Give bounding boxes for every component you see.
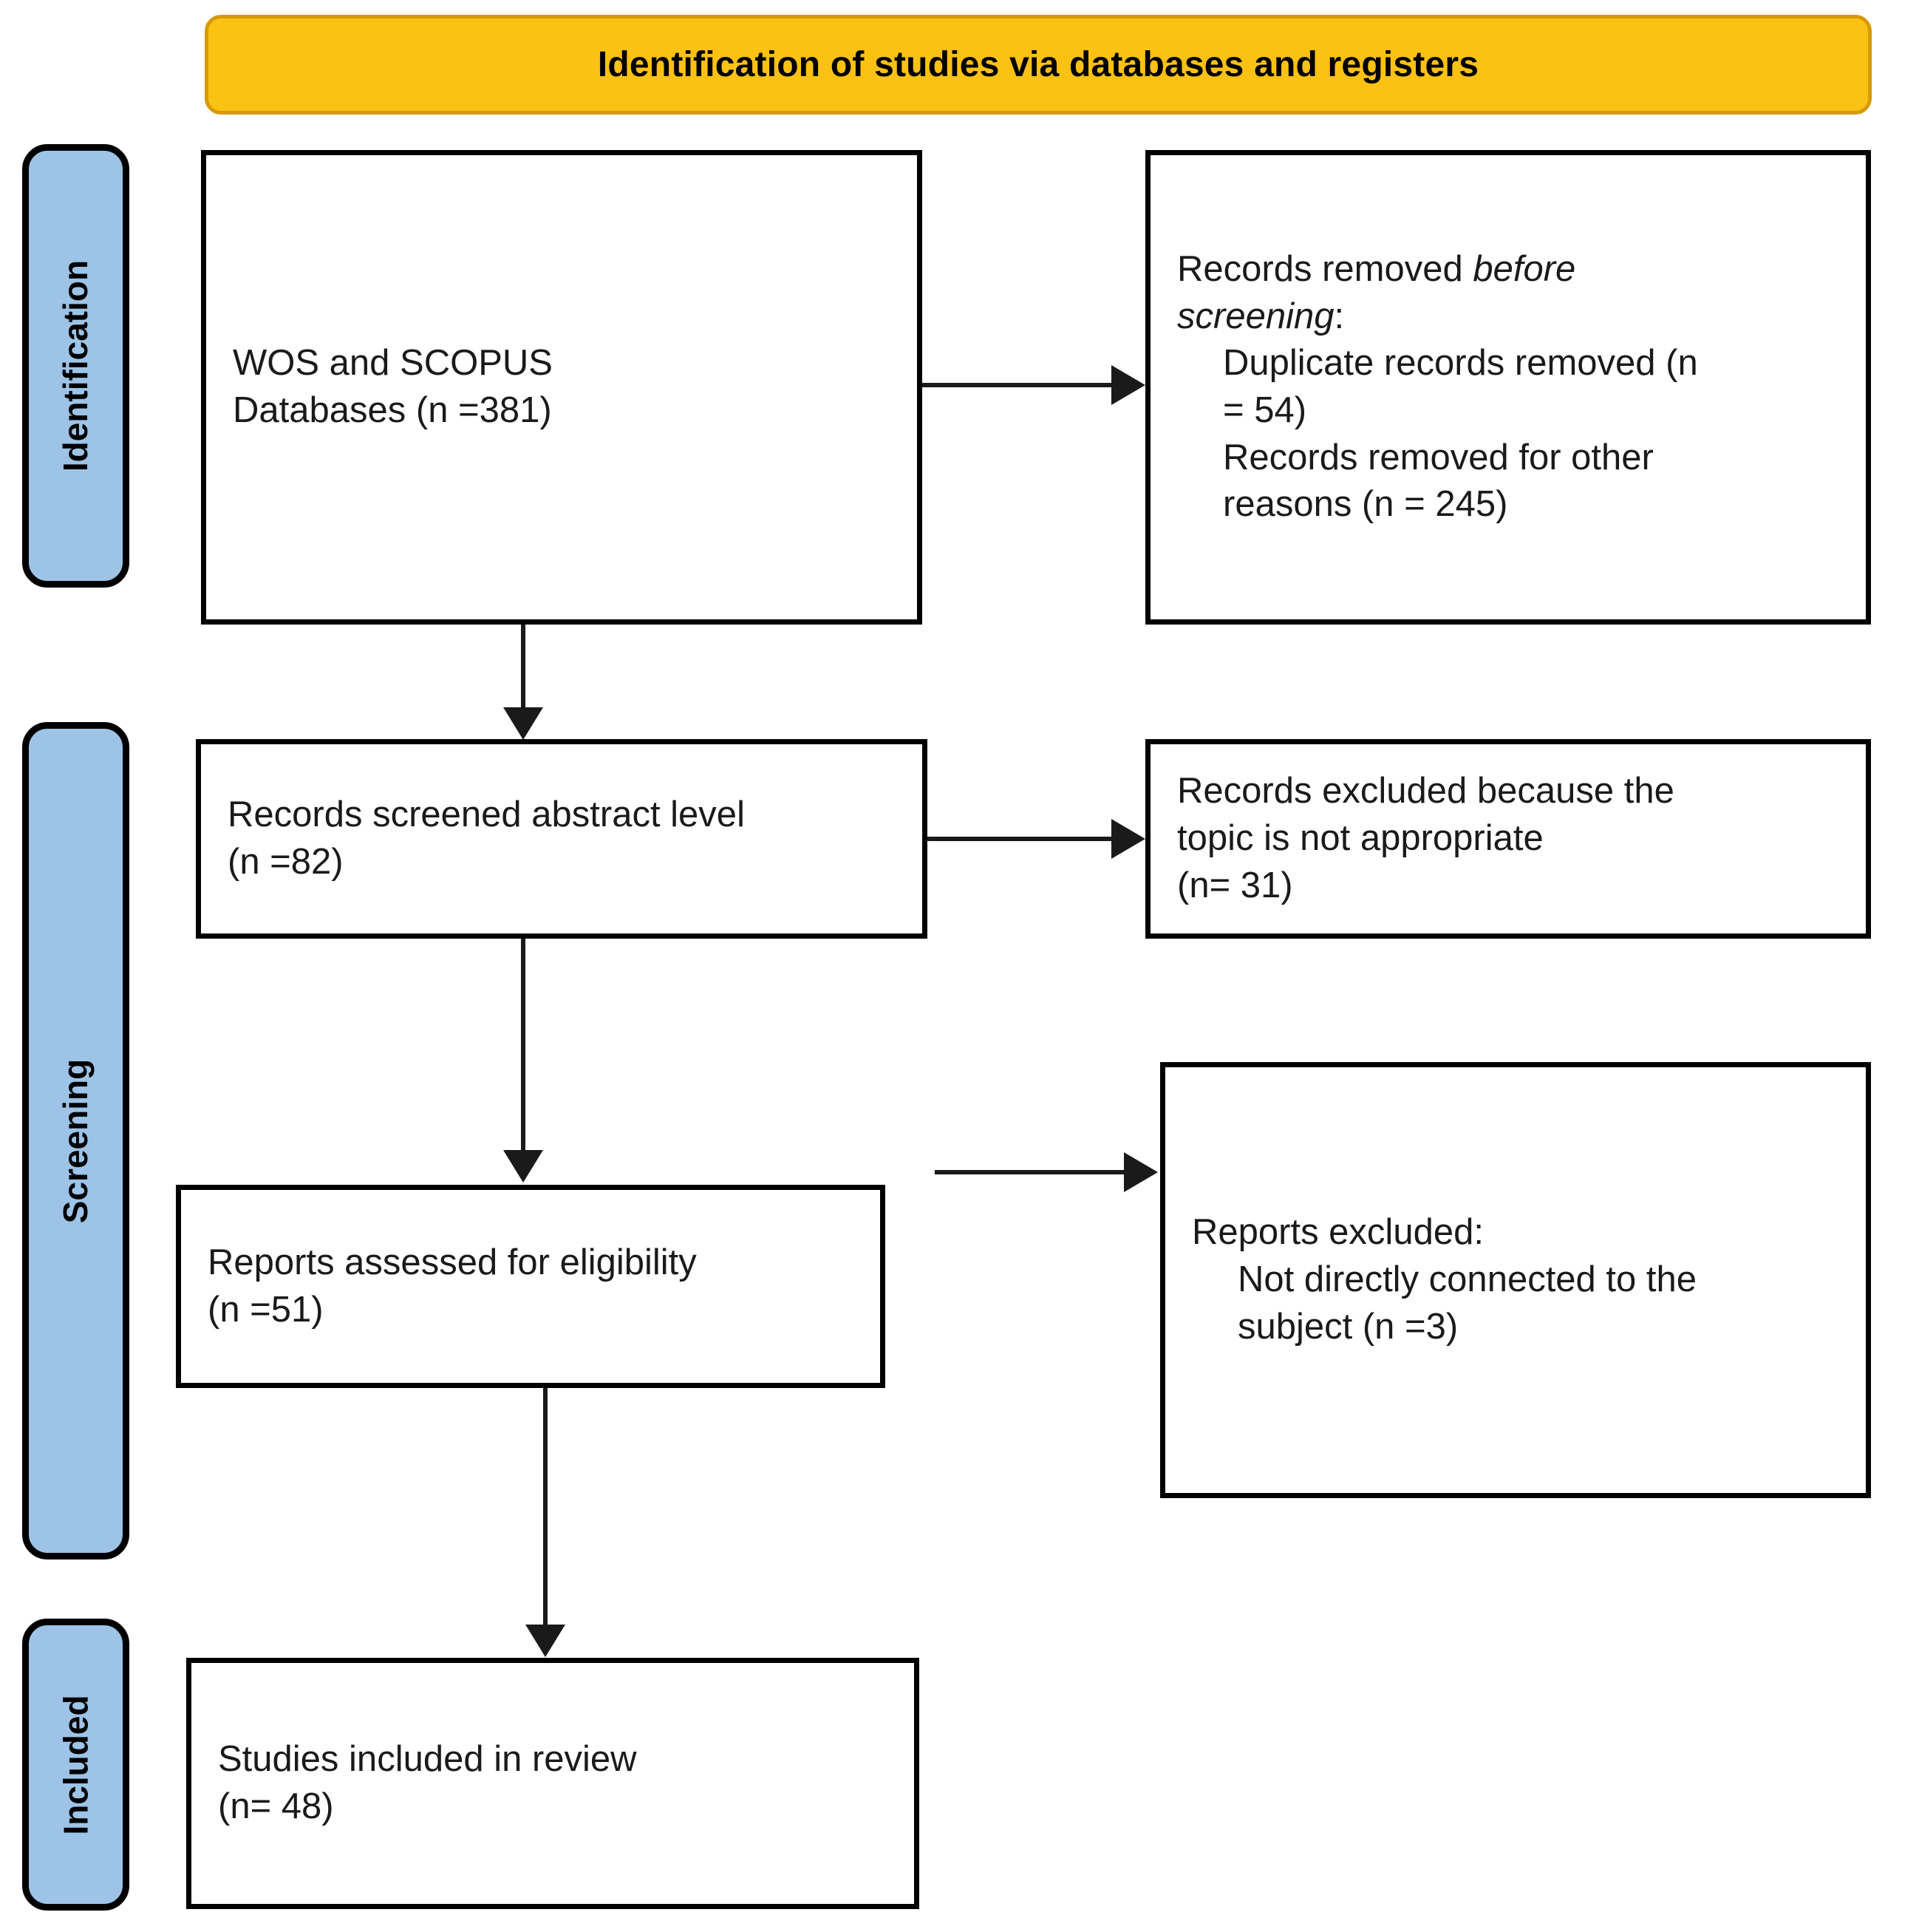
included-line-2: (n= 48)	[218, 1786, 334, 1826]
stage-tab-identification: Identification	[22, 144, 129, 588]
included-line-1: Studies included in review	[218, 1739, 637, 1780]
box-studies-included: Studies included in review (n= 48)	[186, 1658, 919, 1909]
arrow-shaft	[521, 625, 525, 712]
removed-line-2-suffix: :	[1334, 296, 1345, 336]
reports-excluded-line-3: subject (n =3)	[1238, 1306, 1459, 1347]
screened-line-1: Records screened abstract level	[228, 795, 745, 835]
diagram-title: Identification of studies via databases …	[597, 45, 1479, 84]
excluded-line-3: (n= 31)	[1177, 865, 1293, 905]
removed-line-5: Records removed for other	[1223, 437, 1654, 477]
stage-label-included: Included	[56, 1694, 95, 1835]
arrow-head-down-icon	[503, 707, 543, 740]
arrow-head-right-icon	[1124, 1152, 1158, 1192]
arrow-head-right-icon	[1111, 365, 1145, 405]
stage-label-screening: Screening	[56, 1058, 95, 1223]
arrow-shaft	[521, 939, 525, 1153]
box-records-excluded: Records excluded because the topic is no…	[1145, 739, 1871, 939]
box-reports-assessed-eligibility: Reports assessed for eligibility (n =51)	[176, 1185, 885, 1388]
excluded-line-1: Records excluded because the	[1177, 771, 1674, 812]
removed-line-2: screening:	[1177, 293, 1839, 341]
arrow-head-down-icon	[503, 1150, 543, 1183]
screened-line-2: (n =82)	[228, 842, 344, 882]
arrow-head-right-icon	[1111, 819, 1145, 859]
box-records-screened: Records screened abstract level (n =82)	[196, 739, 927, 939]
stage-label-identification: Identification	[56, 259, 95, 472]
removed-line-1: Records removed before	[1177, 246, 1839, 293]
sources-line-2: Databases (n =381)	[233, 390, 552, 430]
removed-line-1-prefix: Records removed	[1177, 248, 1473, 289]
arrow-shaft	[922, 383, 1116, 387]
removed-line-4: = 54)	[1223, 390, 1307, 430]
stage-tab-screening: Screening	[22, 722, 129, 1559]
removed-line-1-italic: before	[1473, 248, 1576, 289]
arrow-shaft	[935, 1170, 1128, 1174]
removed-line-3: Duplicate records removed (n	[1223, 343, 1698, 384]
eligibility-line-2: (n =51)	[208, 1289, 324, 1330]
eligibility-line-1: Reports assessed for eligibility	[208, 1242, 697, 1282]
removed-line-6: reasons (n = 245)	[1223, 484, 1508, 525]
box-database-sources: WOS and SCOPUS Databases (n =381)	[201, 150, 922, 625]
box-records-removed-before-screening: Records removed before screening: Duplic…	[1145, 150, 1871, 625]
box-reports-excluded: Reports excluded: Not directly connected…	[1160, 1062, 1871, 1498]
arrow-shaft	[543, 1388, 548, 1628]
reports-excluded-line-2: Not directly connected to the	[1238, 1259, 1697, 1300]
removed-line-2-italic: screening	[1177, 296, 1335, 336]
stage-tab-included: Included	[22, 1619, 129, 1911]
arrow-head-down-icon	[525, 1625, 565, 1657]
sources-line-1: WOS and SCOPUS	[233, 343, 553, 384]
reports-excluded-line-1: Reports excluded:	[1192, 1212, 1484, 1253]
excluded-line-2: topic is not appropriate	[1177, 818, 1544, 859]
arrow-shaft	[927, 837, 1116, 841]
diagram-title-banner: Identification of studies via databases …	[205, 15, 1872, 115]
